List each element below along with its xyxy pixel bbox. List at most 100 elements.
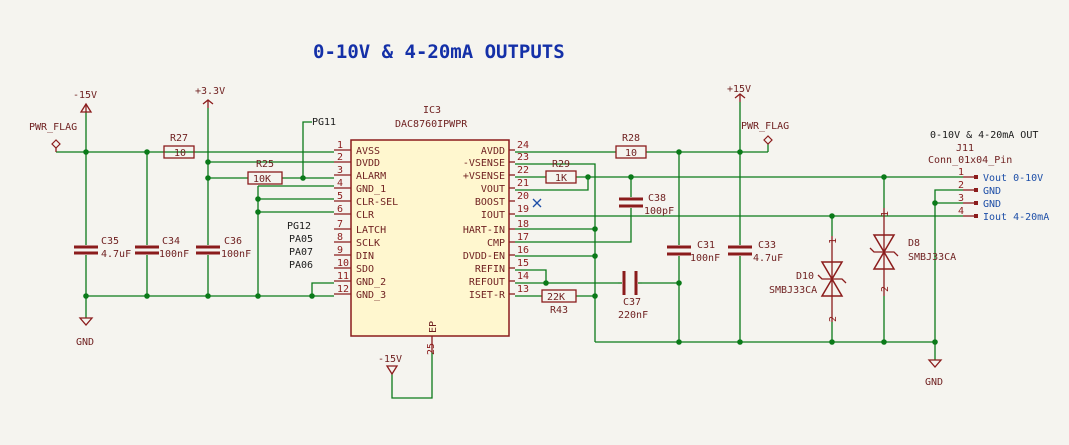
resistor-r27: R27 10 (163, 133, 195, 159)
capacitor-c35: C35 4.7uF (74, 236, 131, 260)
svg-text:-15V: -15V (378, 354, 402, 365)
ic-pin-num-7: 7 (337, 219, 343, 230)
svg-text:22K: 22K (547, 292, 565, 303)
ic-pin-name-7: LATCH (356, 225, 386, 236)
svg-text:R27: R27 (170, 133, 188, 144)
svg-text:DAC8760IPWPR: DAC8760IPWPR (395, 119, 468, 130)
svg-text:R43: R43 (550, 305, 568, 316)
svg-text:GND: GND (925, 377, 943, 388)
connector-pin-marker-4 (974, 214, 978, 218)
ic-pin-name-14: REFOUT (469, 277, 505, 288)
ic-pin-name-17: CMP (487, 238, 505, 249)
ic-pin-num-4: 4 (337, 178, 343, 189)
svg-text:4.7uF: 4.7uF (101, 249, 131, 260)
svg-text:100pF: 100pF (644, 206, 674, 217)
capacitor-c34: C34 100nF (135, 236, 189, 260)
ic-pin-name-4: GND_1 (356, 184, 386, 195)
svg-text:10: 10 (174, 148, 186, 159)
ic-pin-name-22: +VSENSE (463, 171, 505, 182)
connector-pin-marker-3 (974, 201, 978, 205)
gnd-left: GND (76, 317, 94, 348)
ic-pin-num-23: 23 (517, 152, 529, 163)
power-neg15-ep: -15V (378, 354, 402, 376)
capacitor-c33: C33 4.7uF (728, 240, 783, 264)
ic-pin-num-22: 22 (517, 165, 529, 176)
svg-text:PWR_FLAG: PWR_FLAG (741, 121, 789, 132)
ic-pin-num-12: 12 (337, 284, 349, 295)
connector-net-2: GND (983, 186, 1001, 197)
ic-pin-name-23: -VSENSE (463, 158, 505, 169)
ic-pin-name-5: CLR-SEL (356, 197, 398, 208)
resistor-r25: R25 10K (247, 159, 283, 185)
ic-pin-name-ep: EP (428, 321, 439, 333)
ic-pin-num-6: 6 (337, 204, 343, 215)
ic-pin-num-19: 19 (517, 204, 529, 215)
ic-pin-name-19: IOUT (481, 210, 505, 221)
capacitor-c36: C36 100nF (196, 236, 251, 260)
signal-pg12: PG12 (287, 221, 311, 232)
ic-pin-name-11: GND_2 (356, 277, 386, 288)
svg-text:D10: D10 (796, 271, 814, 282)
ic-pin-name-12: GND_3 (356, 290, 386, 301)
svg-text:C35: C35 (101, 236, 119, 247)
ic-pin-name-2: DVDD (356, 158, 380, 169)
svg-text:SMBJ33CA: SMBJ33CA (769, 285, 817, 296)
ic-pin-num-24: 24 (517, 140, 529, 151)
connector-pin-num-2: 2 (958, 180, 964, 191)
ic-pin-name-1: AVSS (356, 146, 380, 157)
ic-pin-num-2: 2 (337, 152, 343, 163)
ic-pin-name-6: CLR (356, 210, 375, 221)
svg-text:2: 2 (828, 316, 839, 322)
svg-text:Conn_01x04_Pin: Conn_01x04_Pin (928, 155, 1012, 166)
pwr-flag-right: PWR_FLAG (741, 121, 789, 145)
ic-pin-num-20: 20 (517, 191, 529, 202)
power-3v3: +3.3V (195, 86, 225, 108)
ic-pin-name-18: HART-IN (463, 225, 505, 236)
ic-pin-name-15: REFIN (475, 264, 505, 275)
resistor-r43: 22K R43 (541, 289, 577, 316)
ic-pin-name-3: ALARM (356, 171, 386, 182)
svg-text:100nF: 100nF (690, 253, 720, 264)
svg-text:SMBJ33CA: SMBJ33CA (908, 252, 956, 263)
svg-text:C36: C36 (224, 236, 242, 247)
ic-pin-name-8: SCLK (356, 238, 380, 249)
svg-text:+15V: +15V (727, 84, 751, 95)
sheet-title: 0-10V & 4-20mA OUTPUTS (313, 41, 565, 63)
svg-text:GND: GND (76, 337, 94, 348)
tvs-diode-d10: 1 2 D10 SMBJ33CA (769, 236, 847, 322)
resistor-r28: R28 10 (615, 133, 647, 159)
ic-pin-num-11: 11 (337, 271, 349, 282)
svg-text:1: 1 (828, 238, 839, 244)
ic-pin-num-14: 14 (517, 271, 529, 282)
junctions (83, 149, 938, 345)
ic-pin-num-15: 15 (517, 258, 529, 269)
ic-pin-name-13: ISET-R (469, 290, 506, 301)
power-neg15-left: -15V (73, 90, 97, 113)
ic-pin-name-10: SDO (356, 264, 374, 275)
ic-pin-num-16: 16 (517, 245, 529, 256)
ic-pin-num-18: 18 (517, 219, 529, 230)
ic-pin-name-20: BOOST (475, 197, 505, 208)
svg-text:100nF: 100nF (221, 249, 251, 260)
svg-text:1K: 1K (555, 173, 567, 184)
capacitor-c37: C37 220nF (618, 271, 648, 321)
svg-text:C37: C37 (623, 297, 641, 308)
svg-text:J11: J11 (956, 143, 974, 154)
svg-text:2: 2 (880, 286, 891, 292)
svg-text:D8: D8 (908, 238, 920, 249)
svg-text:+3.3V: +3.3V (195, 86, 225, 97)
ic-pin-num-ep: 25 (426, 343, 437, 355)
svg-text:220nF: 220nF (618, 310, 648, 321)
svg-text:-15V: -15V (73, 90, 97, 101)
signal-pa07: PA07 (289, 247, 313, 258)
connector-pin-num-4: 4 (958, 206, 964, 217)
svg-text:1: 1 (880, 211, 891, 217)
svg-text:4.7uF: 4.7uF (753, 253, 783, 264)
ic-pin-num-10: 10 (337, 258, 349, 269)
connector-net-1: Vout 0-10V (983, 173, 1043, 184)
ic-pin-group: 1AVSS2DVDD3ALARM4GND_15CLR-SEL6CLR7LATCH… (334, 140, 529, 301)
ic-pin-name-16: DVDD-EN (463, 251, 505, 262)
resistor-r29: R29 1K (545, 159, 577, 184)
